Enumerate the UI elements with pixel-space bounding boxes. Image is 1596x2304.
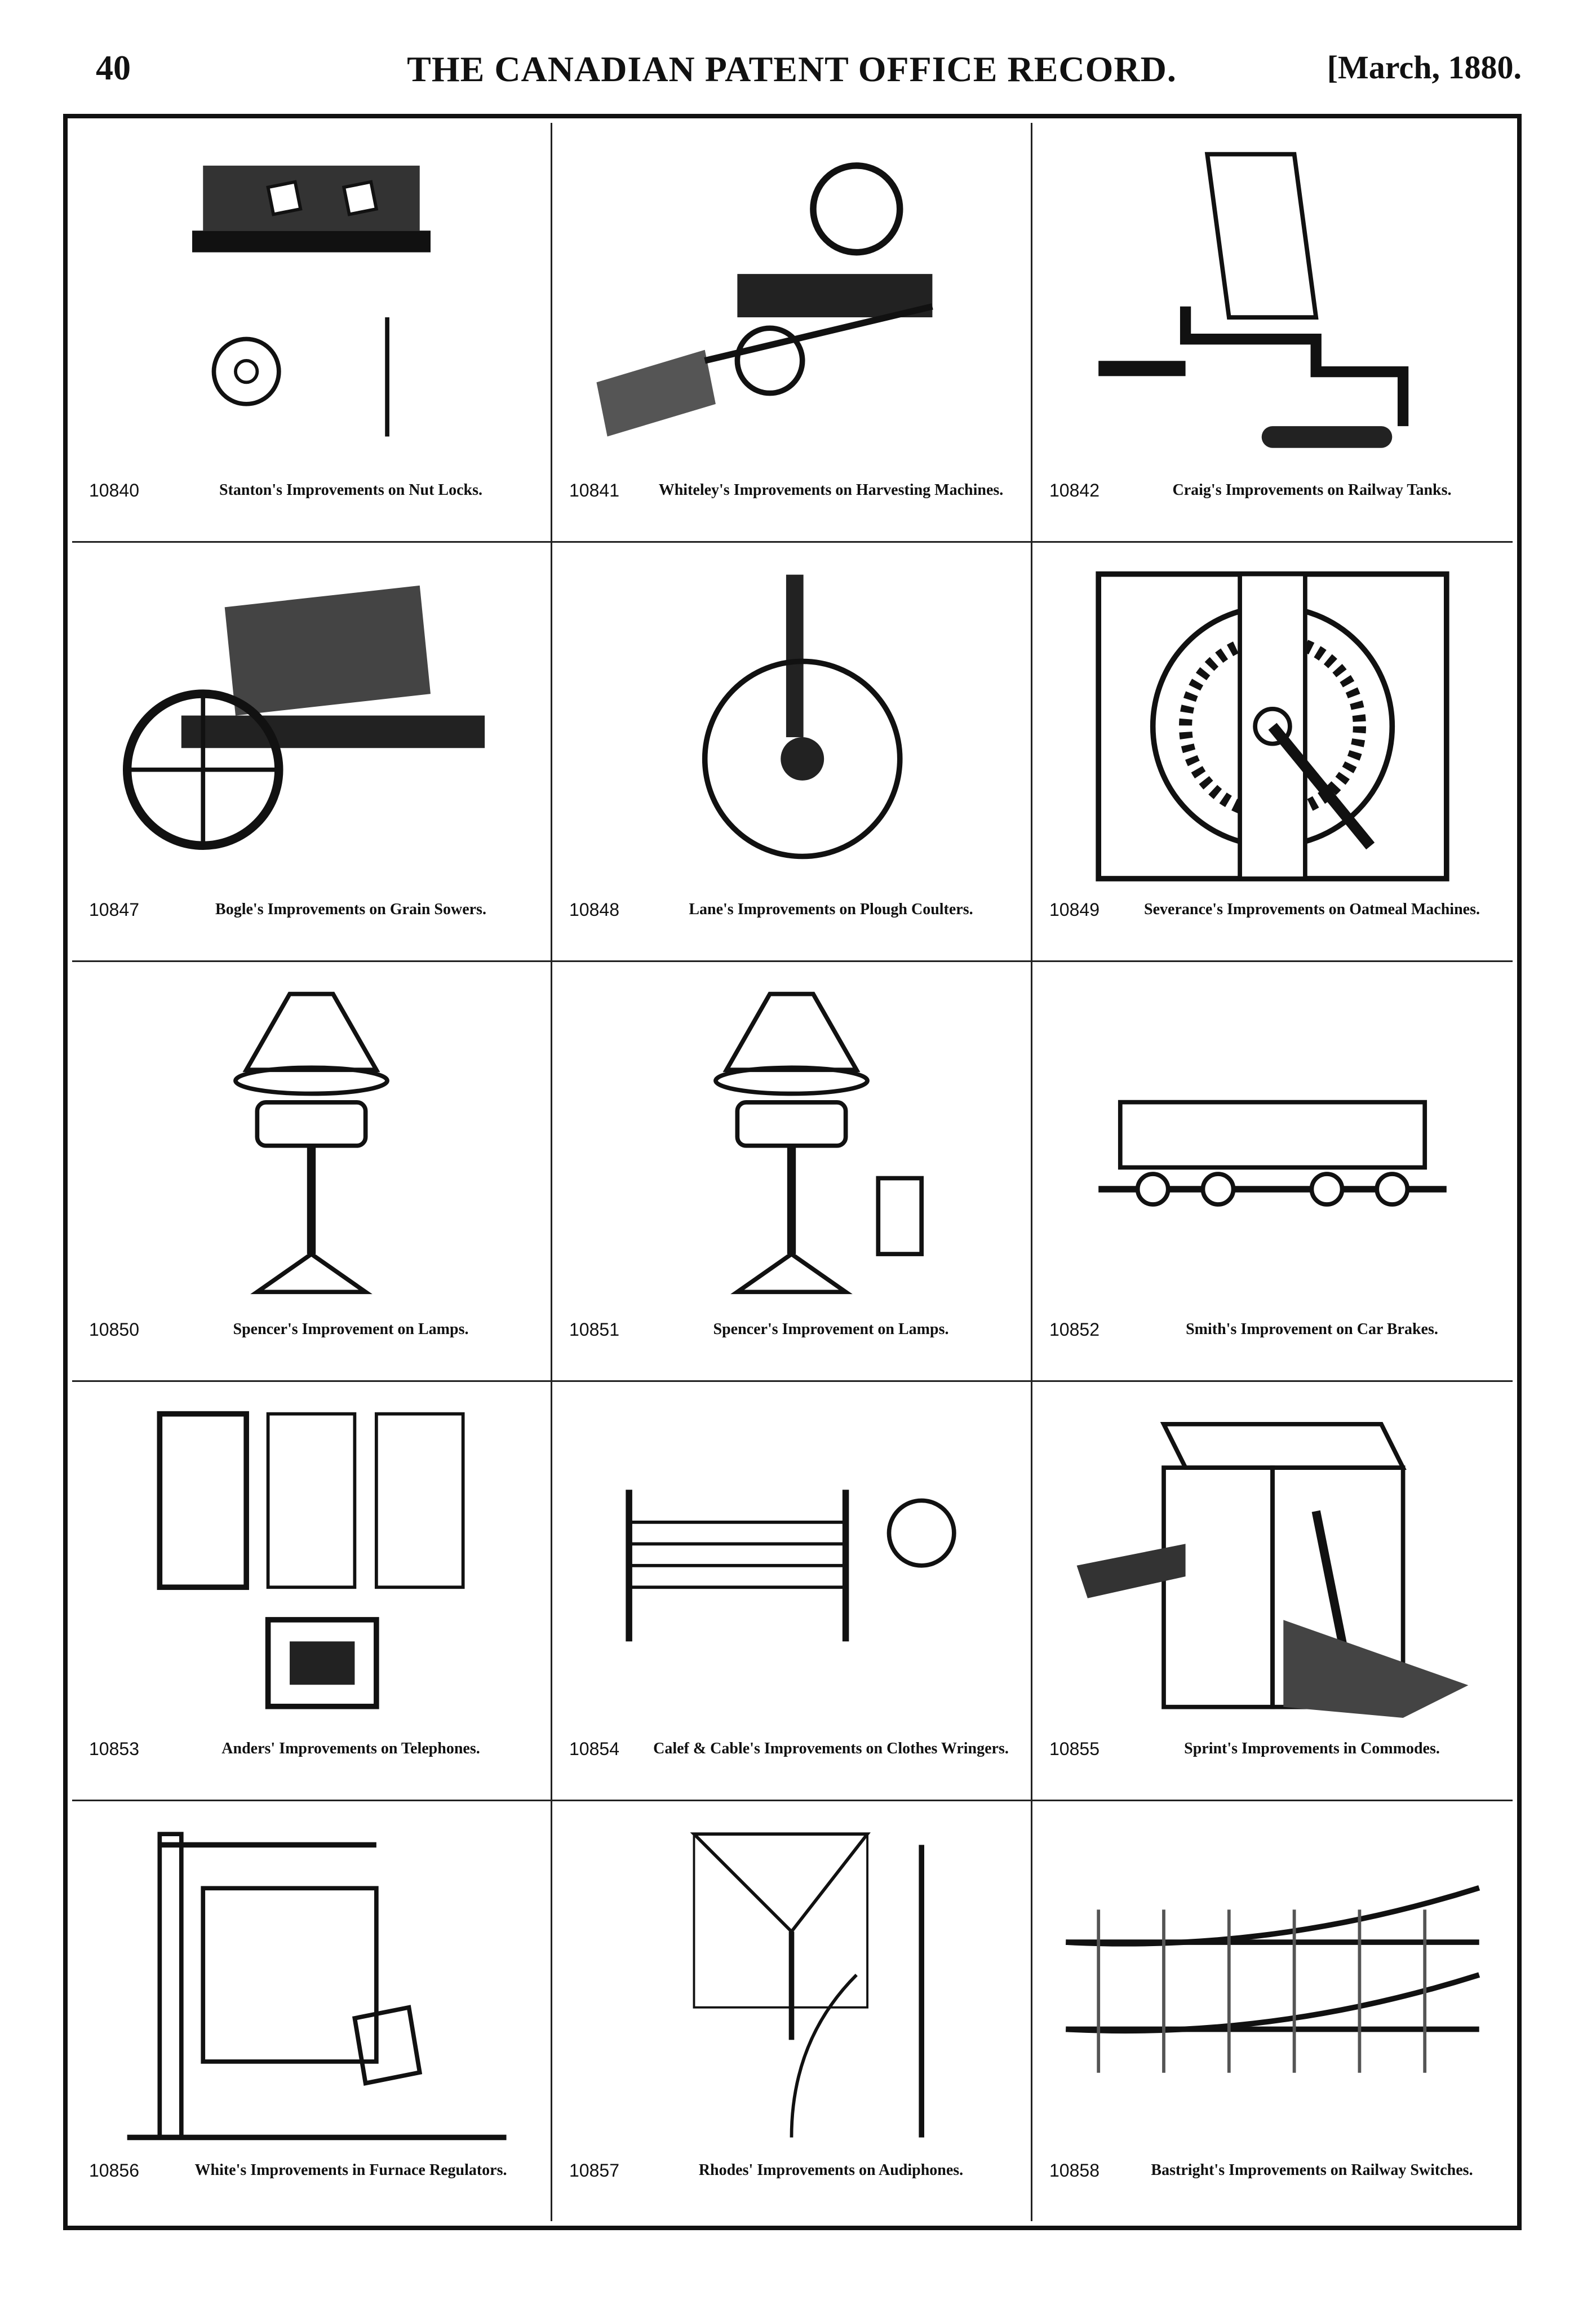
patent-title: Spencer's Improvement on Lamps. xyxy=(233,1320,469,1338)
patent-title: Sprint's Improvements in Commodes. xyxy=(1184,1740,1440,1758)
patent-cell: 10851 Spencer's Improvement on Lamps. xyxy=(552,962,1032,1382)
commode-drawing xyxy=(1055,1399,1490,1733)
patent-number: 10847 xyxy=(89,900,139,920)
lamp-drawing xyxy=(575,979,1008,1313)
harvesting-machine-drawing xyxy=(575,140,1008,473)
patent-title: Calef & Cable's Improvements on Clothes … xyxy=(653,1740,1009,1758)
patent-cell: 10850 Spencer's Improvement on Lamps. xyxy=(72,962,552,1382)
patent-title: Bogle's Improvements on Grain Sowers. xyxy=(215,901,486,919)
page-number: 40 xyxy=(96,49,131,87)
page-header: 40 THE CANADIAN PATENT OFFICE RECORD. [M… xyxy=(62,48,1522,99)
patent-title: Whiteley's Improvements on Harvesting Ma… xyxy=(658,481,1004,499)
patent-title: Craig's Improvements on Railway Tanks. xyxy=(1172,481,1452,499)
journal-title: THE CANADIAN PATENT OFFICE RECORD. xyxy=(407,49,1177,89)
patent-cell: 10852 Smith's Improvement on Car Brakes. xyxy=(1032,962,1513,1382)
patent-cell: 10842 Craig's Improvements on Railway Ta… xyxy=(1032,123,1513,543)
lamp-drawing xyxy=(95,979,528,1313)
patent-title: Bastright's Improvements on Railway Swit… xyxy=(1151,2161,1473,2179)
plough-coulter-drawing xyxy=(575,560,1008,893)
railway-switch-drawing xyxy=(1055,1818,1490,2154)
patent-number: 10858 xyxy=(1049,2160,1100,2181)
patent-number: 10854 xyxy=(569,1739,619,1760)
patent-title: Severance's Improvements on Oatmeal Mach… xyxy=(1144,901,1480,919)
patent-title: Anders' Improvements on Telephones. xyxy=(221,1740,480,1758)
patent-number: 10841 xyxy=(569,480,619,500)
patent-number: 10856 xyxy=(89,2160,139,2181)
patent-number: 10855 xyxy=(1049,1739,1100,1760)
patent-cell: 10840 Stanton's Improvements on Nut Lock… xyxy=(72,123,552,543)
car-brake-drawing xyxy=(1055,979,1490,1313)
patent-cell: 10857 Rhodes' Improvements on Audiphones… xyxy=(552,1801,1032,2221)
nut-lock-drawing xyxy=(95,140,528,473)
patent-number: 10853 xyxy=(89,1739,139,1760)
oatmeal-machine-drawing xyxy=(1055,560,1490,893)
issue-date: [March, 1880. xyxy=(1327,49,1522,86)
patent-title: Spencer's Improvement on Lamps. xyxy=(713,1320,949,1338)
patent-number: 10851 xyxy=(569,1319,619,1340)
patent-number: 10840 xyxy=(89,480,139,500)
patent-number: 10848 xyxy=(569,900,619,920)
patent-number: 10857 xyxy=(569,2160,619,2181)
patent-plate-frame: 10840 Stanton's Improvements on Nut Lock… xyxy=(63,114,1522,2230)
patent-title: White's Improvements in Furnace Regulato… xyxy=(194,2161,507,2179)
railway-tank-drawing xyxy=(1055,140,1490,473)
grain-sower-drawing xyxy=(95,560,528,893)
patent-title: Lane's Improvements on Plough Coulters. xyxy=(689,901,973,919)
patent-cell: 10854 Calef & Cable's Improvements on Cl… xyxy=(552,1381,1032,1802)
patent-number: 10850 xyxy=(89,1319,139,1340)
patent-number: 10852 xyxy=(1049,1319,1100,1340)
patent-cell: 10858 Bastright's Improvements on Railwa… xyxy=(1032,1801,1513,2221)
patent-cell: 10853 Anders' Improvements on Telephones… xyxy=(72,1381,552,1802)
clothes-wringer-drawing xyxy=(575,1399,1008,1733)
patent-cell: 10847 Bogle's Improvements on Grain Sowe… xyxy=(72,542,552,963)
patent-number: 10842 xyxy=(1049,480,1100,500)
patent-title: Smith's Improvement on Car Brakes. xyxy=(1186,1320,1438,1338)
patent-cell: 10855 Sprint's Improvements in Commodes. xyxy=(1032,1382,1513,1802)
telephone-drawing xyxy=(95,1399,528,1733)
patent-title: Stanton's Improvements on Nut Locks. xyxy=(219,481,482,499)
patent-grid: 10840 Stanton's Improvements on Nut Lock… xyxy=(72,123,1513,2221)
patent-title: Rhodes' Improvements on Audiphones. xyxy=(698,2161,964,2179)
patent-cell: 10841 Whiteley's Improvements on Harvest… xyxy=(552,123,1032,543)
patent-cell: 10849 Severance's Improvements on Oatmea… xyxy=(1032,543,1513,963)
patent-cell: 10856 White's Improvements in Furnace Re… xyxy=(72,1801,552,2221)
furnace-regulator-drawing xyxy=(95,1818,528,2154)
patent-cell: 10848 Lane's Improvements on Plough Coul… xyxy=(552,542,1032,963)
audiphone-drawing xyxy=(575,1818,1008,2154)
patent-number: 10849 xyxy=(1049,900,1100,920)
